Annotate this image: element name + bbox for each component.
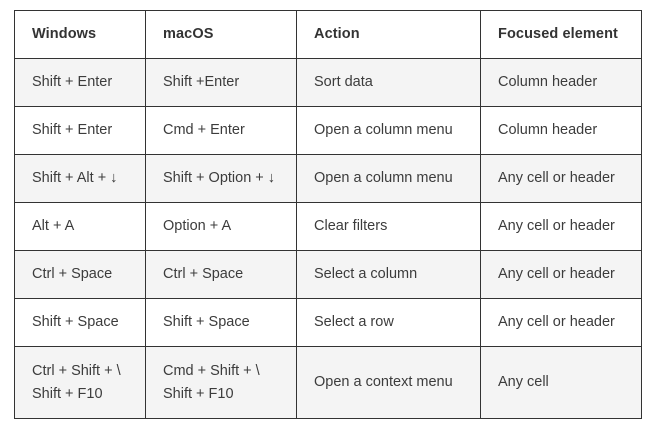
cell-macos: Cmd + Shift + \ Shift + F10	[145, 346, 297, 419]
cell-macos: Cmd + Enter	[145, 106, 297, 155]
cell-windows: Shift + Enter	[14, 106, 146, 155]
cell-macos: Option + A	[145, 202, 297, 251]
cell-macos: Shift + Space	[145, 298, 297, 347]
cell-action: Select a column	[296, 250, 481, 299]
column-header-macos: macOS	[145, 10, 297, 59]
cell-focused-element: Column header	[480, 106, 642, 155]
cell-macos: Shift +Enter	[145, 58, 297, 107]
table-row: Ctrl + Shift + \ Shift + F10 Cmd + Shift…	[14, 346, 642, 419]
table-row: Ctrl + Space Ctrl + Space Select a colum…	[14, 250, 642, 299]
cell-windows: Alt + A	[14, 202, 146, 251]
cell-windows-line-2: Shift + F10	[32, 385, 103, 402]
cell-action: Select a row	[296, 298, 481, 347]
cell-windows: Ctrl + Space	[14, 250, 146, 299]
cell-focused-element: Column header	[480, 58, 642, 107]
cell-action: Clear filters	[296, 202, 481, 251]
cell-windows: Shift + Enter	[14, 58, 146, 107]
cell-focused-element: Any cell or header	[480, 298, 642, 347]
cell-windows: Ctrl + Shift + \ Shift + F10	[14, 346, 146, 419]
cell-action: Sort data	[296, 58, 481, 107]
cell-focused-element: Any cell or header	[480, 154, 642, 203]
table-header-row: Windows macOS Action Focused element	[14, 10, 642, 59]
cell-action: Open a column menu	[296, 106, 481, 155]
table-row: Shift + Enter Shift +Enter Sort data Col…	[14, 58, 642, 107]
table-row: Shift + Enter Cmd + Enter Open a column …	[14, 106, 642, 155]
column-header-action: Action	[296, 10, 481, 59]
column-header-windows: Windows	[14, 10, 146, 59]
cell-focused-element: Any cell or header	[480, 250, 642, 299]
table-row: Shift + Space Shift + Space Select a row…	[14, 298, 642, 347]
cell-macos-line-1: Cmd + Shift + \	[163, 363, 260, 380]
cell-focused-element: Any cell	[480, 346, 642, 419]
cell-macos-line-2: Shift + F10	[163, 385, 234, 402]
table-row: Alt + A Option + A Clear filters Any cel…	[14, 202, 642, 251]
table-row: Shift + Alt + ↓ Shift + Option + ↓ Open …	[14, 154, 642, 203]
cell-windows-line-1: Ctrl + Shift + \	[32, 363, 121, 380]
column-header-focused-element: Focused element	[480, 10, 642, 59]
cell-macos: Ctrl + Space	[145, 250, 297, 299]
cell-macos: Shift + Option + ↓	[145, 154, 297, 203]
cell-action: Open a column menu	[296, 154, 481, 203]
table-header: Windows macOS Action Focused element	[14, 10, 642, 59]
cell-windows: Shift + Space	[14, 298, 146, 347]
table-body: Shift + Enter Shift +Enter Sort data Col…	[14, 58, 642, 419]
keyboard-shortcuts-table-wrapper: Windows macOS Action Focused element Shi…	[14, 10, 642, 419]
cell-action: Open a context menu	[296, 346, 481, 419]
cell-windows: Shift + Alt + ↓	[14, 154, 146, 203]
keyboard-shortcuts-table: Windows macOS Action Focused element Shi…	[14, 10, 642, 419]
cell-focused-element: Any cell or header	[480, 202, 642, 251]
